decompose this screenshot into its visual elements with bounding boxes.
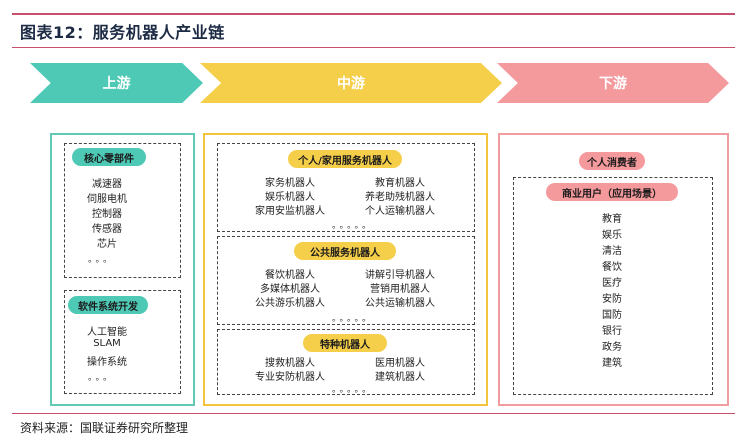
software-item: SLAM	[93, 338, 121, 349]
personal-ellipsis: 。。。。。	[332, 221, 375, 231]
core-item: 控制器	[92, 209, 122, 220]
special-robot-item: 搜救机器人	[265, 358, 315, 369]
core-item: 减速器	[92, 179, 122, 190]
core-item: 传感器	[92, 224, 122, 235]
scenario-item: 建筑	[602, 358, 622, 369]
public-robot-item: 讲解引导机器人	[365, 270, 435, 281]
scenario-item: 银行	[602, 326, 622, 337]
scenario-item: 国防	[602, 310, 622, 321]
public-robot-item: 营销用机器人	[370, 284, 430, 295]
software-ellipsis: 。。。	[88, 373, 116, 383]
scenario-item: 医疗	[602, 278, 622, 289]
public-robots-title: 公共服务机器人	[294, 242, 396, 260]
stage-midstream-label: 中游	[337, 76, 365, 92]
public-robot-item: 餐饮机器人	[265, 270, 315, 281]
midstream-column	[203, 133, 488, 406]
business-users-title: 商业用户（应用场景）	[546, 183, 678, 201]
bottom-rule	[12, 413, 735, 414]
personal-robot-item: 养老助残机器人	[365, 192, 435, 203]
special-robot-item: 专业安防机器人	[255, 372, 325, 383]
consumer-title: 个人消费者	[579, 152, 645, 170]
stage-upstream-label: 上游	[102, 76, 131, 92]
public-robot-item: 多媒体机器人	[260, 284, 320, 295]
public-robot-item: 公共游乐机器人	[255, 298, 325, 309]
personal-robot-item: 个人运输机器人	[365, 206, 435, 217]
scenario-item: 娱乐	[602, 230, 622, 241]
personal-robot-item: 家用安监机器人	[255, 206, 325, 217]
stage-upstream-arrow: 上游	[30, 63, 203, 103]
scenario-item: 安防	[602, 294, 622, 305]
personal-robot-item: 教育机器人	[375, 178, 425, 189]
special-robot-item: 建筑机器人	[375, 372, 425, 383]
scenario-item: 教育	[602, 214, 622, 225]
personal-robot-item: 娱乐机器人	[265, 192, 315, 203]
public-ellipsis: 。。。。。	[332, 314, 375, 324]
software-item: 操作系统	[87, 357, 127, 368]
title-rule	[12, 47, 735, 48]
personal-robot-item: 家务机器人	[265, 178, 315, 189]
scenario-item: 餐饮	[602, 262, 622, 273]
core-components-title: 核心零部件	[72, 148, 146, 166]
software-item: 人工智能	[87, 327, 127, 338]
upstream-column	[50, 133, 195, 406]
core-item: 芯片	[97, 239, 117, 250]
core-ellipsis: 。。。	[88, 255, 116, 265]
source-note: 资料来源：国联证券研究所整理	[20, 421, 189, 435]
special-robot-item: 医用机器人	[375, 358, 425, 369]
scenario-item: 政务	[602, 342, 622, 353]
business-users-box	[513, 177, 713, 395]
core-components-box	[64, 143, 181, 278]
special-robots-box	[217, 329, 475, 395]
personal-robots-box	[217, 143, 475, 232]
public-robots-box	[217, 236, 475, 325]
special-robots-title: 特种机器人	[303, 334, 387, 352]
core-item: 伺服电机	[87, 194, 127, 205]
software-box	[64, 290, 181, 394]
personal-robots-title: 个人/家用服务机器人	[288, 150, 402, 168]
stage-downstream-arrow: 下游	[497, 63, 729, 103]
software-title: 软件系统开发	[68, 296, 148, 314]
stage-downstream-label: 下游	[599, 76, 627, 92]
scenario-item: 清洁	[602, 246, 622, 257]
downstream-column	[498, 133, 729, 406]
stage-midstream-arrow: 中游	[200, 63, 502, 103]
figure-title: 图表12：服务机器人产业链	[20, 23, 225, 42]
top-rule	[12, 13, 735, 15]
public-robot-item: 公共运输机器人	[365, 298, 435, 309]
special-ellipsis: 。。。。。	[332, 385, 375, 395]
